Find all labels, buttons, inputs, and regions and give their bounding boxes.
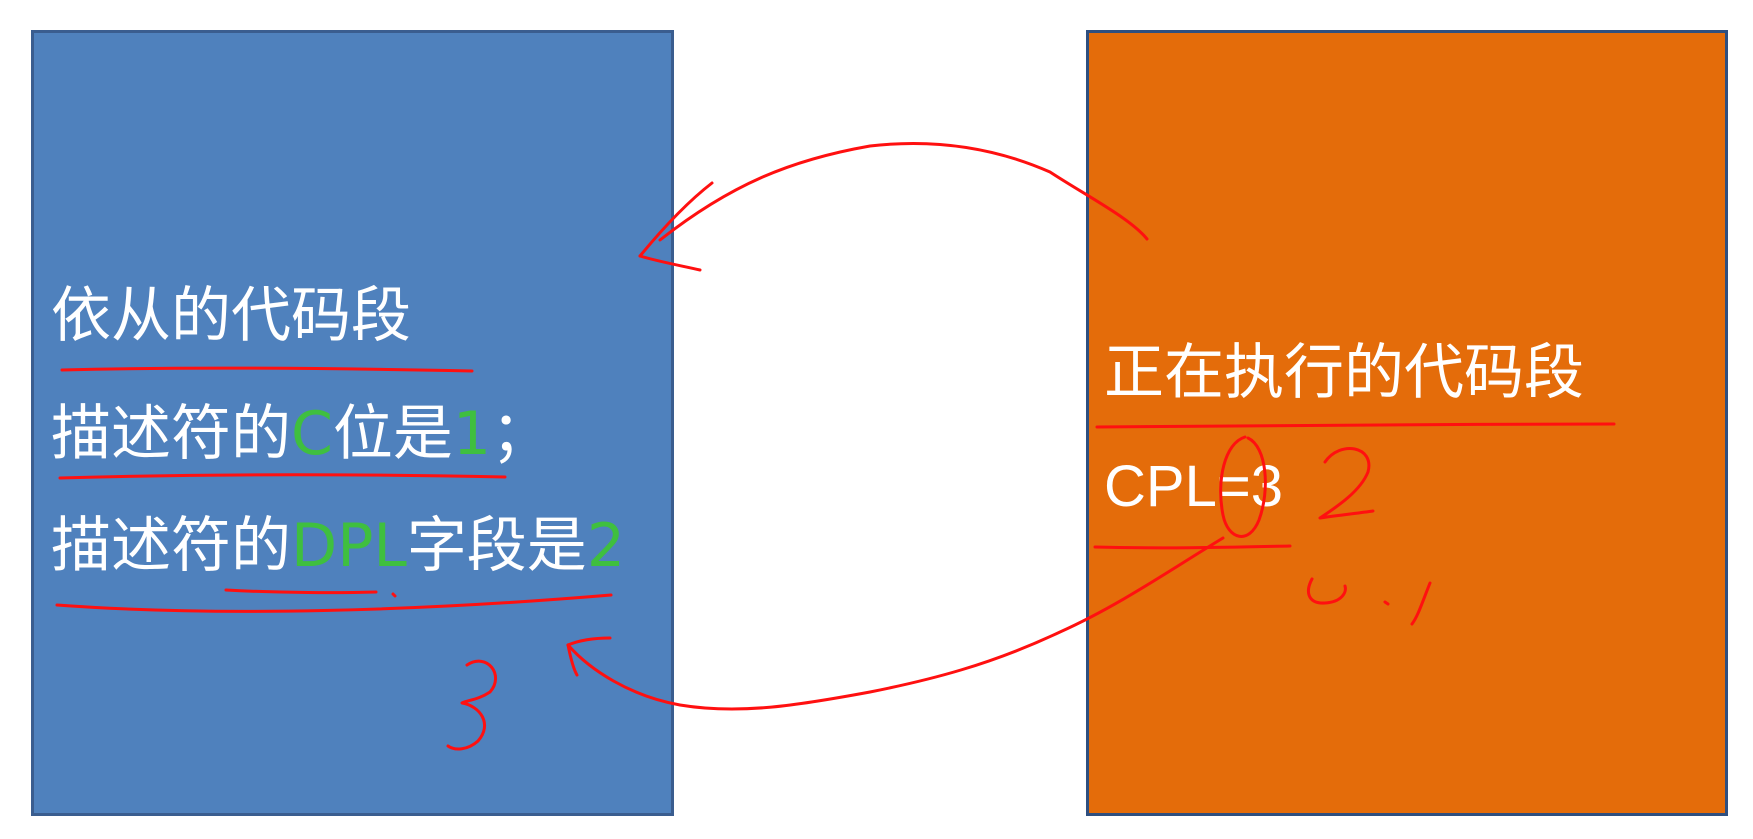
c-bit-middle: 位是: [332, 399, 453, 469]
dpl-line: 描述符的DPL字段是2: [51, 516, 625, 576]
c-bit-suffix: ；: [491, 399, 552, 469]
cpl-value: CPL=3: [1104, 454, 1283, 519]
dpl-middle: 字段是: [406, 511, 587, 581]
upper-arrow-curve: [658, 142, 1149, 242]
executing-code-segment-box: [1086, 30, 1728, 816]
dpl-prefix: 描述符的: [51, 511, 291, 581]
c-bit-value: 1: [452, 399, 492, 469]
c-bit-field: C: [291, 399, 333, 469]
dpl-value: 2: [586, 511, 625, 581]
c-bit-line: 描述符的C位是1；: [51, 404, 551, 464]
c-bit-prefix: 描述符的: [51, 399, 291, 469]
dpl-field: DPL: [291, 511, 407, 581]
executing-segment-title: 正在执行的代码段: [1104, 338, 1584, 408]
conforming-segment-title: 依从的代码段: [51, 281, 411, 351]
